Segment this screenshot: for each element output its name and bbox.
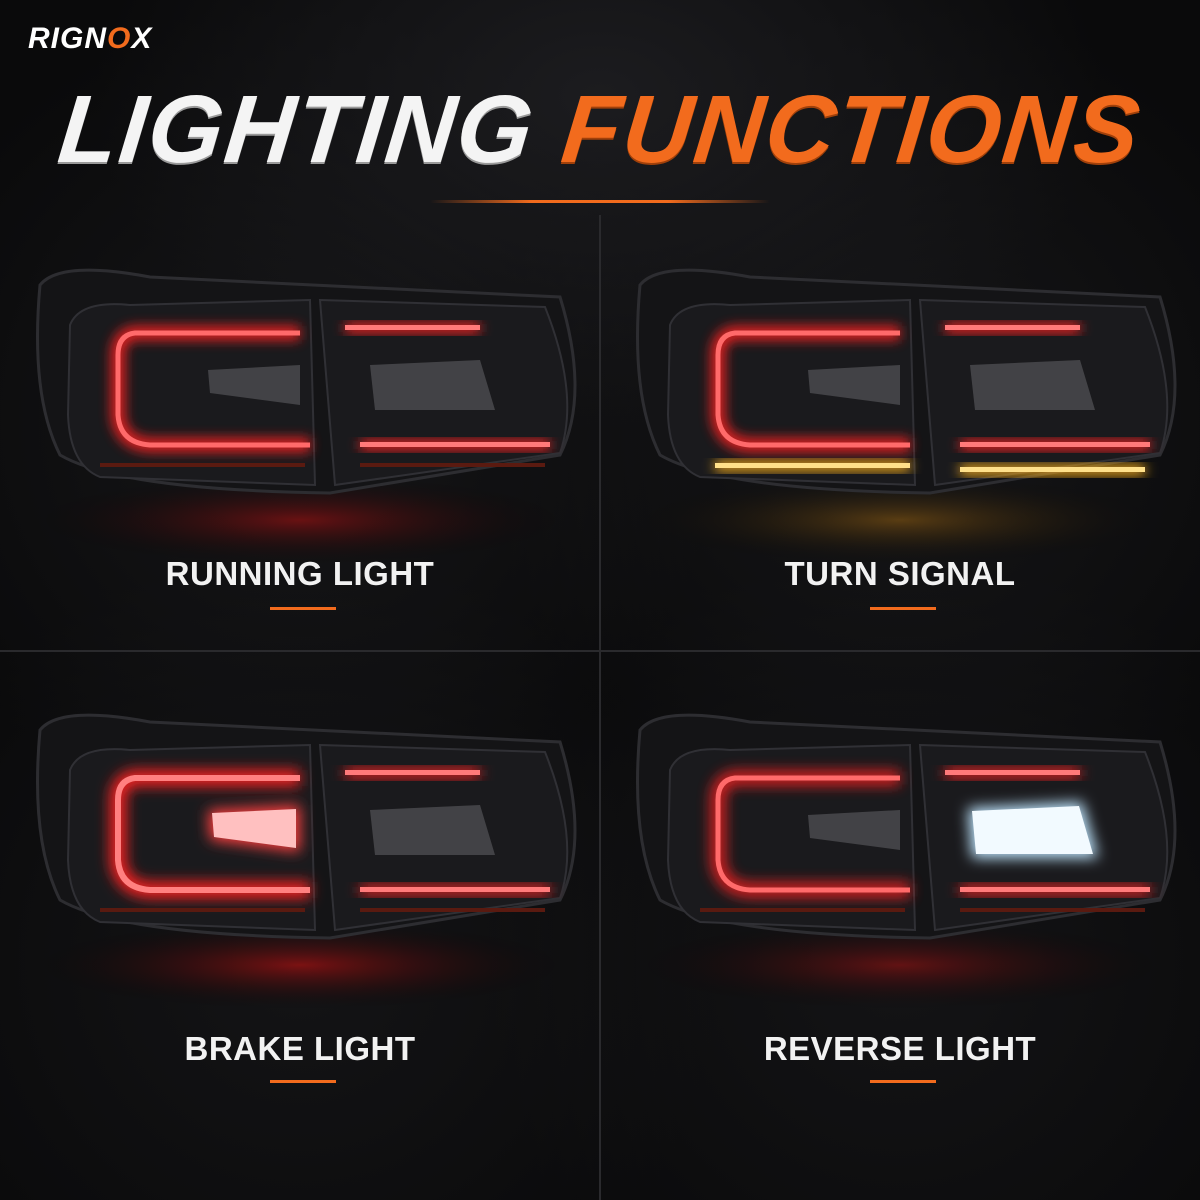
label-underline <box>270 607 336 610</box>
vertical-divider <box>599 215 601 1200</box>
title-underline <box>430 200 770 203</box>
panel-reverse-light: REVERSE LIGHT <box>600 660 1200 1095</box>
label-running-light: RUNNING LIGHT <box>165 555 435 592</box>
horizontal-divider <box>0 650 1200 652</box>
brand-logo: RIGNOX <box>28 22 153 55</box>
label-underline <box>870 1080 936 1083</box>
label-turn-signal: TURN SIGNAL <box>784 555 1016 592</box>
tail-light-brake-icon <box>30 713 577 1010</box>
panel-brake-light: BRAKE LIGHT <box>0 660 600 1095</box>
tail-light-reverse-icon <box>630 713 1177 1010</box>
label-underline <box>270 1080 336 1083</box>
tail-light-turn-icon <box>630 268 1177 565</box>
label-reverse-light: REVERSE LIGHT <box>763 1030 1037 1067</box>
title-orange: FUNCTIONS <box>557 76 1147 183</box>
panel-running-light: RUNNING LIGHT <box>0 215 600 650</box>
panel-turn-signal: TURN SIGNAL <box>600 215 1200 650</box>
label-underline <box>870 607 936 610</box>
label-brake-light: BRAKE LIGHT <box>184 1030 416 1067</box>
title-white: LIGHTING <box>53 76 540 183</box>
page-title: LIGHTING FUNCTIONS <box>0 76 1200 183</box>
tail-light-running-icon <box>30 268 577 565</box>
